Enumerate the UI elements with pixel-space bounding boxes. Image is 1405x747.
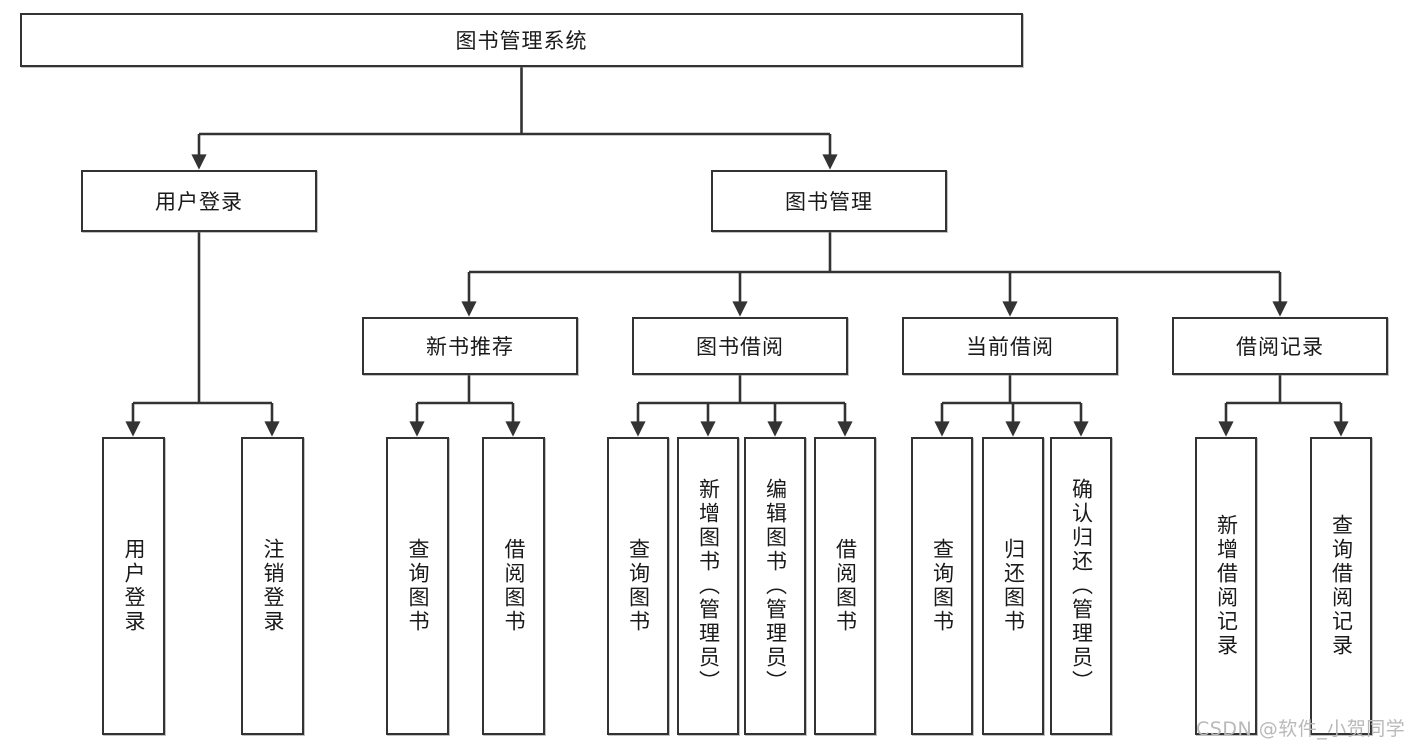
leaf-query-book-borrow[interactable]: 查询图书: [607, 437, 669, 735]
leaf-return-book[interactable]: 归还图书: [982, 437, 1044, 735]
leaf-query-borrow-record[interactable]: 查询借阅记录: [1310, 437, 1372, 735]
node-user-login[interactable]: 用户登录: [81, 170, 317, 232]
leaf-query-book-current[interactable]: 查询图书: [911, 437, 973, 735]
node-root[interactable]: 图书管理系统: [20, 13, 1023, 67]
leaf-add-book-admin[interactable]: 新增图书（管理员）: [677, 437, 739, 735]
node-book-management[interactable]: 图书管理: [711, 170, 947, 232]
leaf-query-book-newbook[interactable]: 查询图书: [386, 437, 449, 735]
leaf-edit-book-admin[interactable]: 编辑图书（管理员）: [744, 437, 806, 735]
node-new-book-recommend[interactable]: 新书推荐: [362, 317, 578, 375]
node-current-borrow[interactable]: 当前借阅: [902, 317, 1118, 375]
leaf-user-login[interactable]: 用户登录: [102, 437, 165, 735]
leaf-add-borrow-record[interactable]: 新增借阅记录: [1195, 437, 1257, 735]
node-borrow-record[interactable]: 借阅记录: [1172, 317, 1388, 375]
leaf-borrow-book-newbook[interactable]: 借阅图书: [482, 437, 545, 735]
leaf-logout[interactable]: 注销登录: [241, 437, 304, 735]
node-book-borrow[interactable]: 图书借阅: [632, 317, 848, 375]
leaf-confirm-return-admin[interactable]: 确认归还（管理员）: [1050, 437, 1112, 735]
csdn-watermark: CSDN @软件_小贺同学: [1196, 718, 1405, 740]
leaf-borrow-book[interactable]: 借阅图书: [814, 437, 876, 735]
